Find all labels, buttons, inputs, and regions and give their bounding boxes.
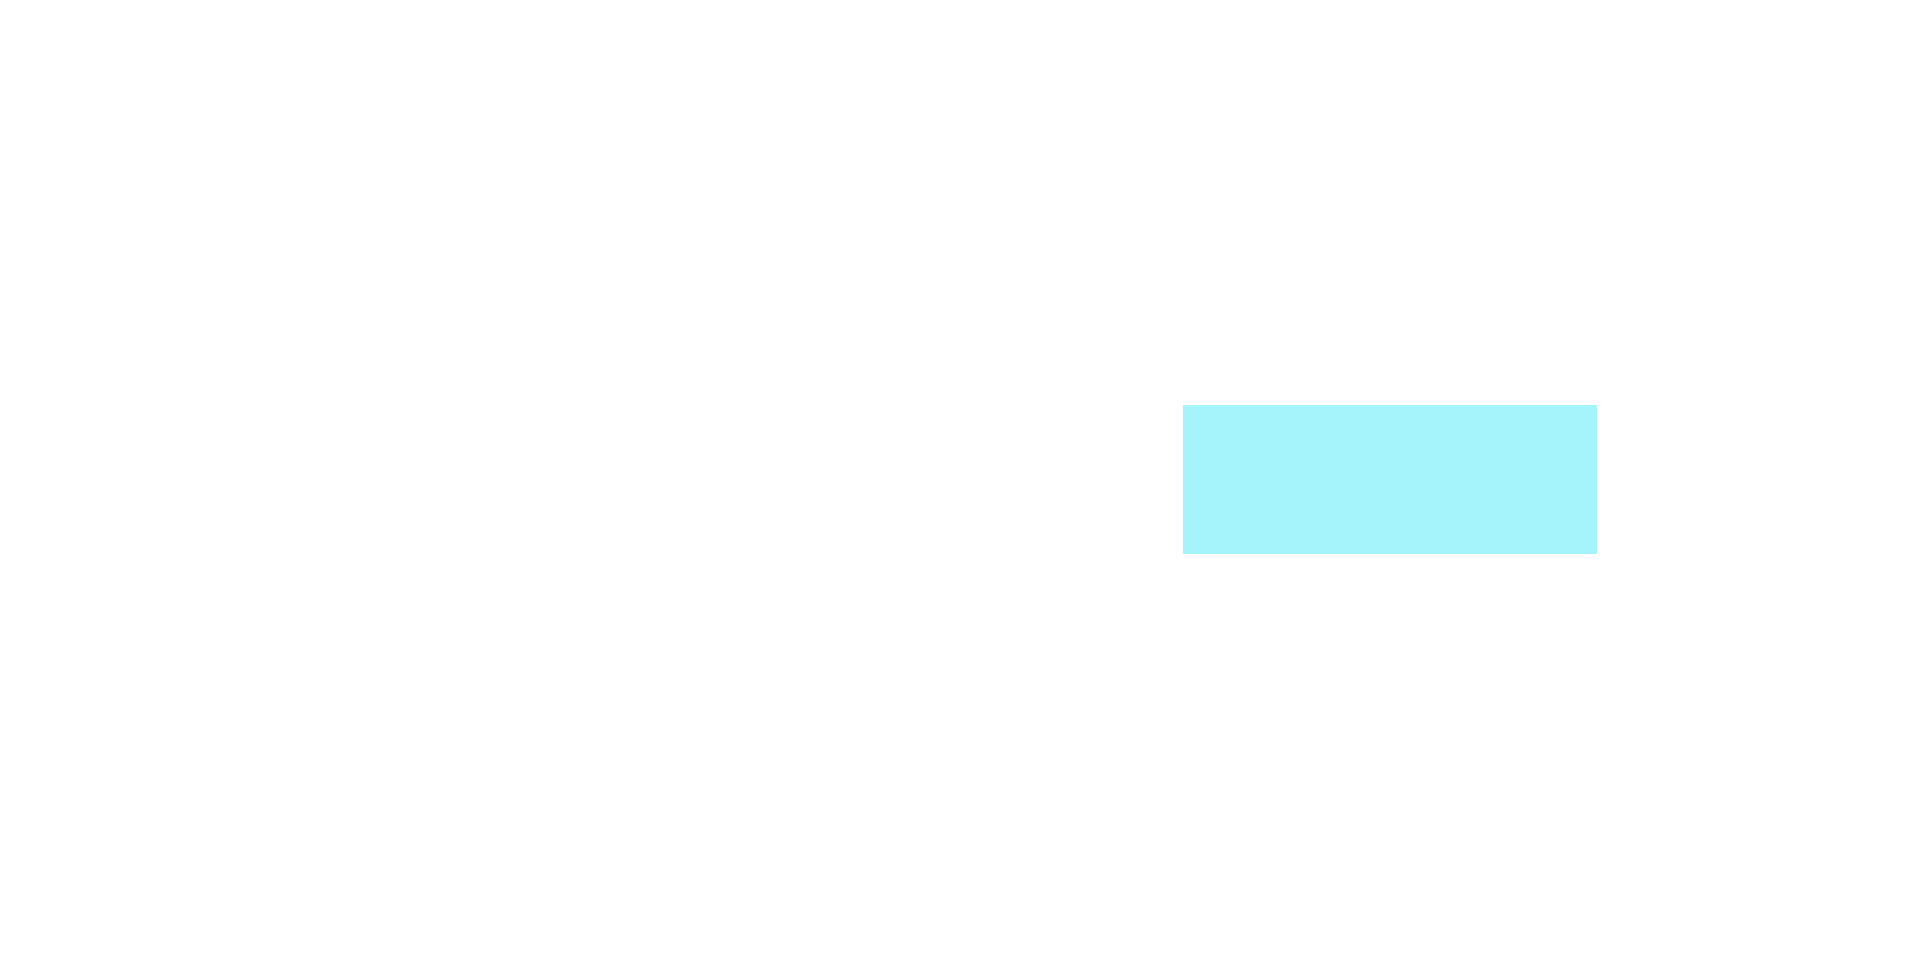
highlight-region — [1183, 405, 1597, 554]
